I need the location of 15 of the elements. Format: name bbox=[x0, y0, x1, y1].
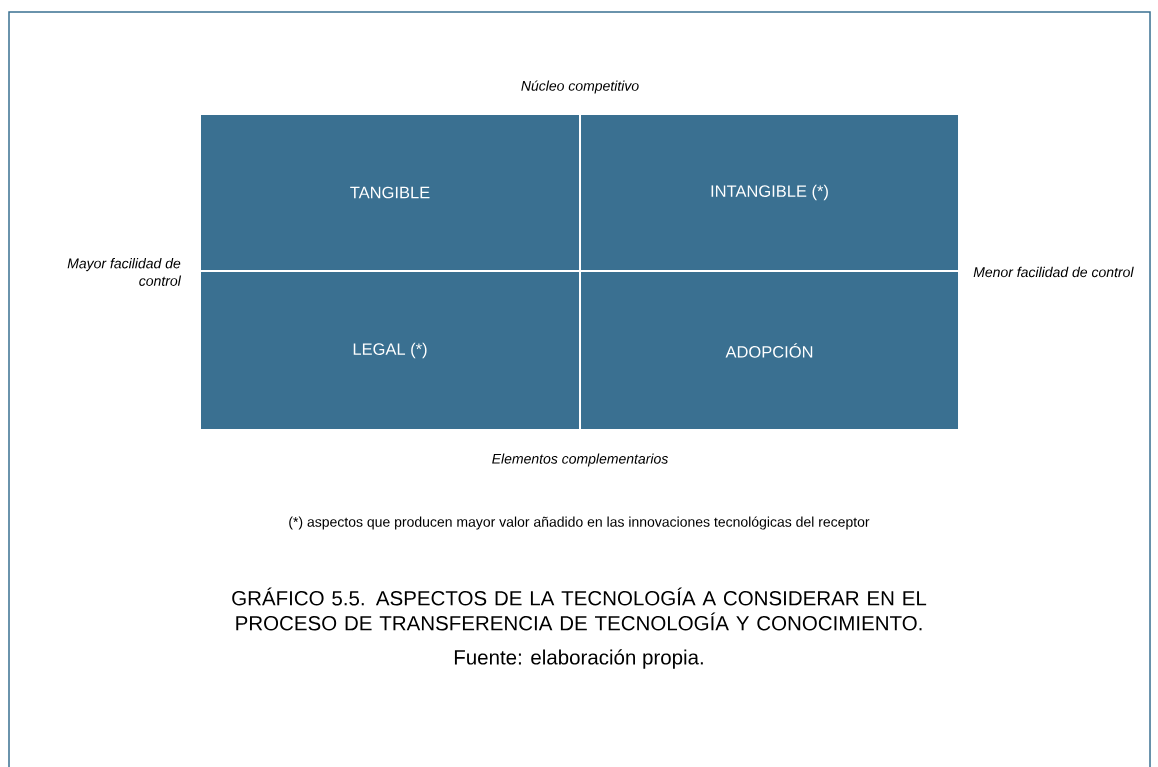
node-label: ADOPCIÓN bbox=[725, 343, 813, 358]
axis-label: Mayor facilidad de control bbox=[67, 258, 182, 286]
axis-label: Elementos complementarios bbox=[492, 453, 668, 467]
node-label: LEGAL (*) bbox=[353, 342, 427, 359]
axis-label: Menor facilidad de control bbox=[973, 266, 1134, 278]
footnote: (*) aspectos que producen mayor valor añadido en las innovaciones tecnológicas del receptor bbox=[289, 516, 870, 530]
quadrant-box: ADOPCIÓN bbox=[581, 272, 958, 429]
axis-label: Núcleo competitivo bbox=[521, 80, 639, 94]
quadrant-box: LEGAL (*) bbox=[201, 272, 579, 429]
caption: GRÁFICO 5.5. ASPECTOS DE LA TECNOLOGÍA A CONSIDERAR EN EL PROCESO DE TRANSFERENCIA DE TECNOLOGÍA Y CONOCIMIENTO. bbox=[232, 587, 927, 631]
node-label: INTANGIBLE (*) bbox=[711, 184, 828, 201]
quadrant-box: INTANGIBLE (*) bbox=[581, 115, 958, 270]
source-note: Fuente: elaboración propia. bbox=[454, 649, 703, 669]
node-label: TANGIBLE bbox=[350, 186, 430, 199]
quadrant-box: TANGIBLE bbox=[201, 115, 579, 270]
